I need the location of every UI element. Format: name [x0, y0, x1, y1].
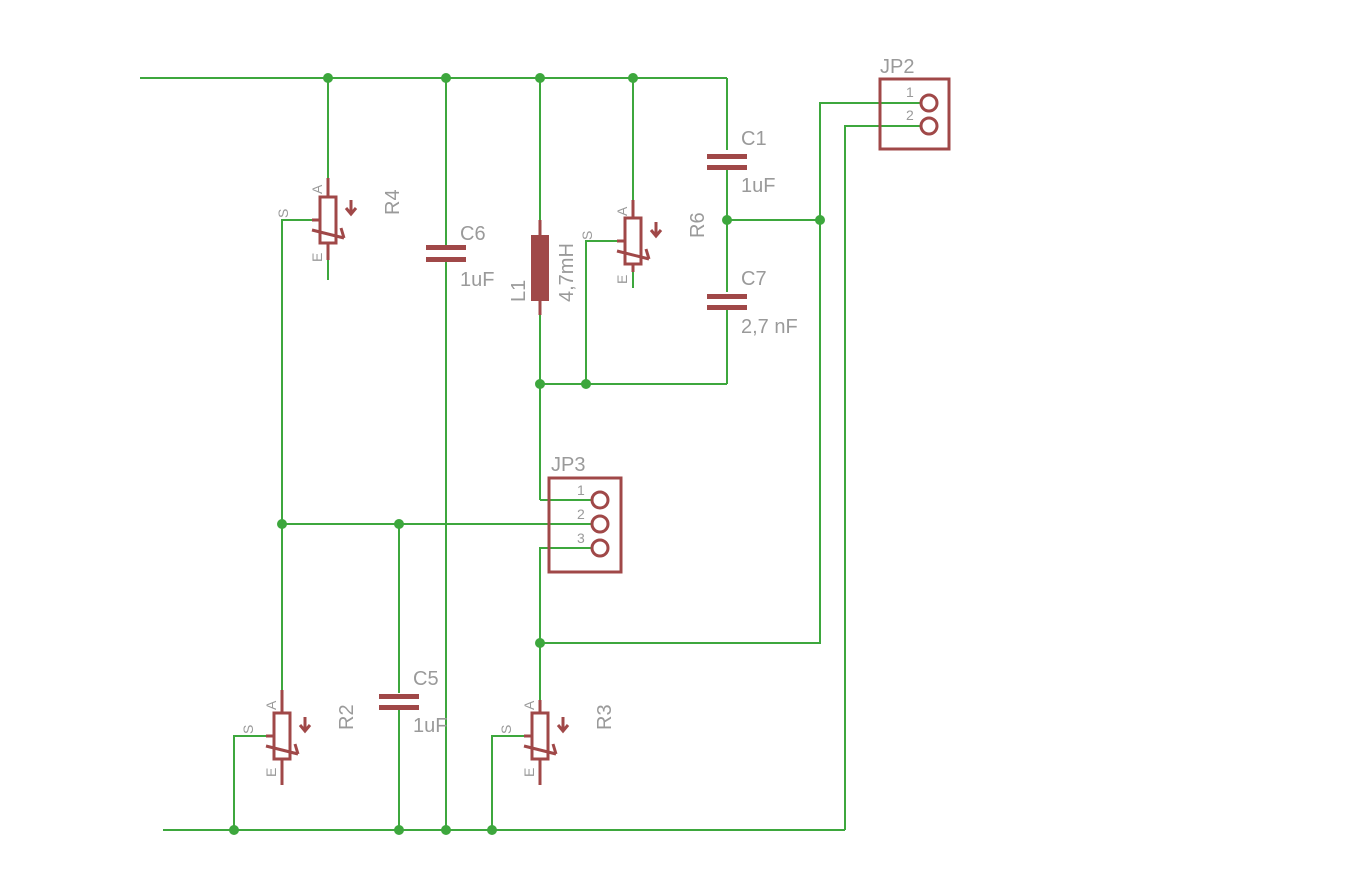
trimpot-r6: A S E R6 [579, 200, 709, 284]
capacitor-plate [707, 165, 747, 170]
junction-dot [394, 519, 404, 529]
connector-pin [919, 116, 939, 136]
pin-label-s: S [498, 725, 514, 734]
pin-label-e: E [263, 768, 279, 777]
arrow-icon [298, 724, 312, 734]
pin-label-a: A [614, 206, 630, 216]
pin-label-e: E [521, 768, 537, 777]
capacitor-c5: C5 1uF [379, 668, 447, 737]
wires [140, 77, 921, 831]
capacitor-plate [379, 705, 419, 710]
capacitor-c7: C7 2,7 nF [707, 268, 798, 338]
junction-dot [535, 638, 545, 648]
pin-label-a: A [521, 700, 537, 710]
connector-jp2: JP2 1 2 [878, 56, 951, 151]
capacitor-plate [426, 245, 466, 250]
adjust-tick [551, 743, 558, 755]
adjust-tick [339, 227, 346, 239]
pin-label-s: S [240, 725, 256, 734]
arrow-icon [556, 724, 570, 734]
pin-number: 2 [906, 107, 914, 123]
junction-dot [277, 519, 287, 529]
ref-label: C1 [741, 128, 767, 150]
wire [540, 102, 921, 644]
junction-dot [815, 215, 825, 225]
pin-label-s: S [579, 231, 595, 240]
trimpot-r2: A S E R2 [240, 690, 358, 785]
value-label: 1uF [460, 269, 494, 291]
ref-label: R6 [687, 212, 709, 238]
capacitor-c1: C1 1uF [707, 128, 775, 197]
pin-label-a: A [309, 184, 325, 194]
value-label: 4,7mH [556, 243, 578, 302]
adjust-line [265, 744, 299, 756]
connector-jp3: JP3 1 2 3 [547, 454, 623, 574]
pin-label-e: E [309, 253, 325, 262]
junction-dot [581, 379, 591, 389]
capacitor-plate [379, 694, 419, 699]
junction-dot [535, 73, 545, 83]
junction-dot [394, 825, 404, 835]
pin-label-a: A [263, 700, 279, 710]
junction-dot [487, 825, 497, 835]
connector-body [547, 476, 623, 574]
wire [281, 219, 312, 690]
arrow-icon [649, 229, 663, 239]
pin-number: 1 [906, 84, 914, 100]
wire [491, 735, 524, 830]
ref-label: JP2 [880, 56, 914, 78]
adjust-tick [293, 743, 300, 755]
wire [539, 547, 592, 700]
capacitor-plate [707, 294, 747, 299]
arrow-icon [344, 207, 358, 217]
value-label: 1uF [413, 715, 447, 737]
trimpot-r4: A S E R4 [275, 178, 404, 262]
connector-body [878, 77, 951, 151]
ref-label: C7 [741, 268, 767, 290]
junction-dot [628, 73, 638, 83]
connector-pin [590, 538, 610, 558]
inductor-body [531, 235, 549, 301]
junction-dot [535, 379, 545, 389]
inductor-l1: L1 4,7mH [508, 220, 578, 315]
junction-dot [229, 825, 239, 835]
ref-label: R3 [594, 704, 616, 730]
wire [233, 735, 266, 830]
trimpot-r3: A S E R3 [498, 700, 616, 785]
capacitor-plate [707, 154, 747, 159]
adjust-line [311, 228, 345, 240]
connector-pin [919, 93, 939, 113]
pin-number: 1 [577, 482, 585, 498]
capacitor-plate [707, 305, 747, 310]
value-label: 2,7 nF [741, 316, 798, 338]
pin-label-e: E [614, 275, 630, 284]
junction-dot [722, 215, 732, 225]
pin-number: 3 [577, 530, 585, 546]
adjust-line [616, 249, 650, 261]
ref-label: L1 [508, 280, 530, 302]
ref-label: JP3 [551, 454, 585, 476]
connector-pin [590, 490, 610, 510]
junction-dot [441, 825, 451, 835]
junction-dot [323, 73, 333, 83]
adjust-line [523, 744, 557, 756]
connector-pin [590, 514, 610, 534]
ref-label: C6 [460, 223, 486, 245]
value-label: 1uF [741, 175, 775, 197]
wire [844, 125, 921, 830]
junction-dot [441, 73, 451, 83]
capacitor-plate [426, 257, 466, 262]
ref-label: C5 [413, 668, 439, 690]
junctions [229, 73, 825, 835]
ref-label: R2 [336, 704, 358, 730]
capacitor-c6: C6 1uF [426, 223, 494, 291]
adjust-tick [644, 248, 651, 260]
wire [585, 240, 617, 384]
pin-number: 2 [577, 506, 585, 522]
ref-label: R4 [382, 189, 404, 215]
pin-label-s: S [275, 209, 291, 218]
